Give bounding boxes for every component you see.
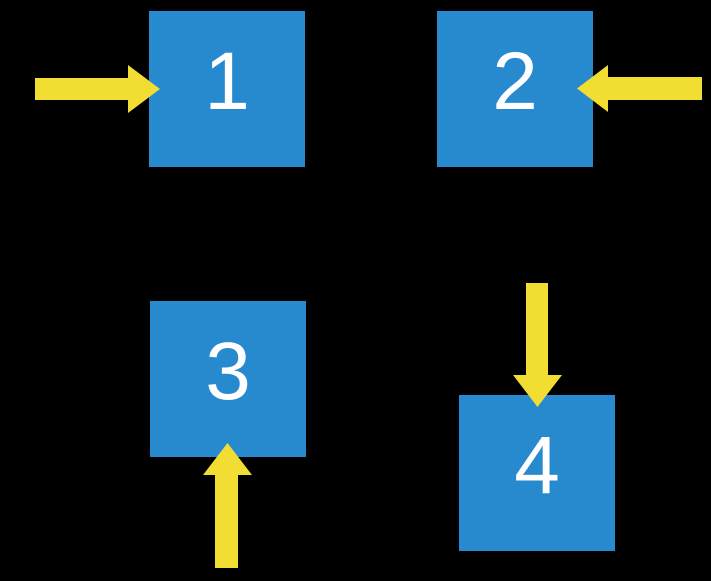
arrow-right-icon (35, 65, 160, 113)
box-3-label: 3 (205, 326, 251, 417)
box-4: 4 (459, 395, 615, 551)
box-3: 3 (150, 301, 306, 457)
box-4-label: 4 (514, 420, 560, 511)
box-1: 1 (149, 11, 305, 167)
arrow-down-icon (513, 283, 562, 407)
arrow-up-icon (203, 443, 252, 568)
box-1-label: 1 (204, 36, 250, 127)
box-2: 2 (437, 11, 593, 167)
box-2-label: 2 (492, 36, 538, 127)
arrow-left-icon (577, 65, 702, 112)
